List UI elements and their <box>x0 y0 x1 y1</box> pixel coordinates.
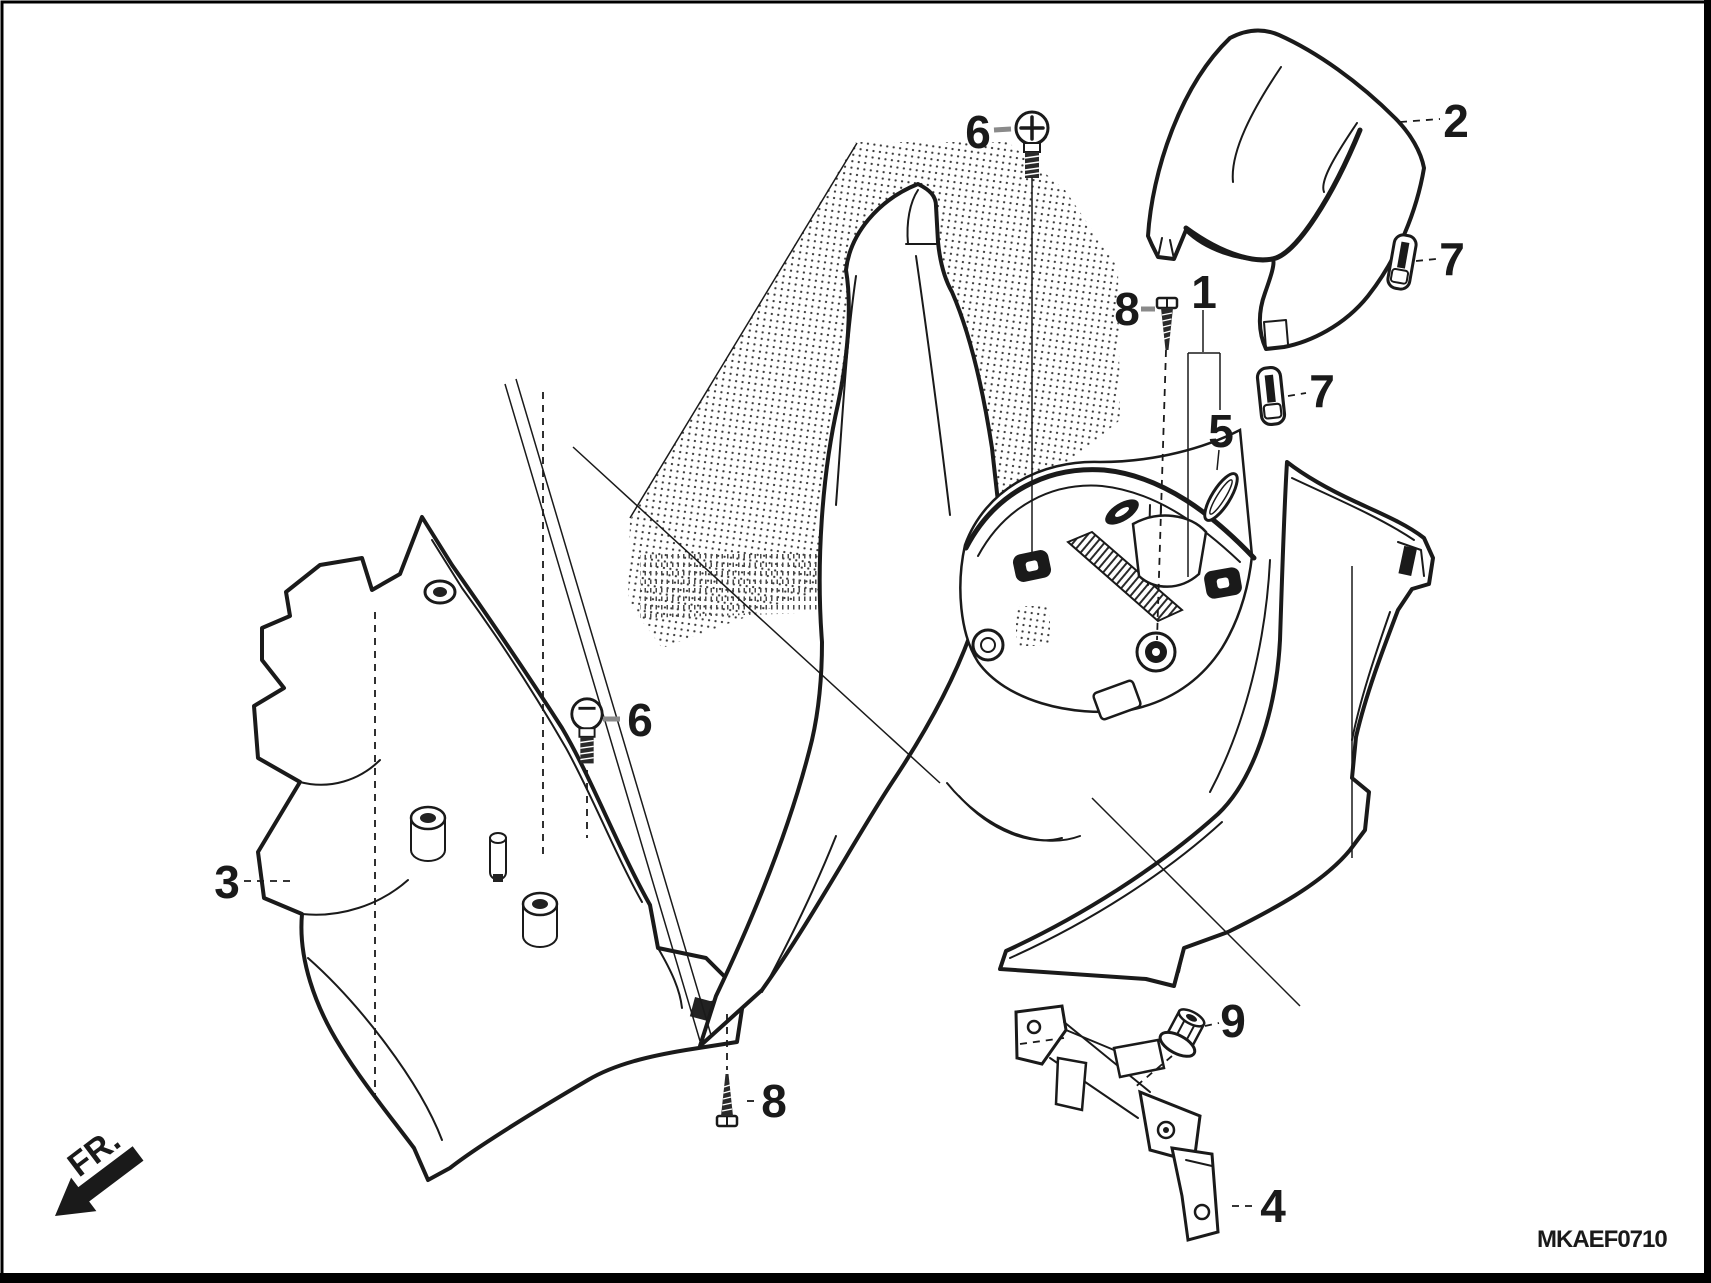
callout-label-5: 5 <box>1208 405 1234 457</box>
grommet <box>1204 567 1242 599</box>
front-direction-arrow-icon: FR. <box>55 1121 144 1216</box>
callout-label-6-top: 6 <box>965 106 991 158</box>
part-4-lower-bracket-drawing <box>1014 1004 1220 1242</box>
tapping-screw-icon <box>1155 296 1179 350</box>
seal-pad-icon <box>1203 472 1239 522</box>
part-1-center-front-cover-drawing <box>698 182 1000 1048</box>
grommet <box>1012 550 1052 582</box>
callout-label-8-bottom: 8 <box>761 1075 787 1127</box>
part-2-windscreen-garnish-drawing <box>1146 28 1426 351</box>
leader-lines <box>244 118 1441 1207</box>
callout-label-7-upper: 7 <box>1439 233 1465 285</box>
grommet-slot <box>1105 499 1139 525</box>
callout-label-8-center: 8 <box>1114 283 1140 335</box>
callout-label-4: 4 <box>1260 1180 1286 1232</box>
flange-nut-icon <box>1158 1008 1206 1058</box>
pan-head-screw-icon <box>1014 110 1050 178</box>
rubber-bumper <box>489 832 507 882</box>
projection-lines <box>374 378 1353 1098</box>
grommet <box>1135 631 1177 673</box>
tapping-screw-icon <box>715 1074 739 1128</box>
part-3-left-front-cover-drawing <box>252 515 746 1182</box>
mount-boss <box>409 805 447 862</box>
callout-label-9: 9 <box>1220 995 1246 1047</box>
trim-clip-icon <box>1386 233 1418 291</box>
callout-label-3: 3 <box>214 856 240 908</box>
callout-label-1: 1 <box>1191 266 1217 318</box>
trim-clip-icon <box>1255 365 1287 427</box>
right-front-cover-drawing <box>998 460 1435 988</box>
mount-boss <box>521 891 559 948</box>
callout-label-7-lower: 7 <box>1309 365 1335 417</box>
inner-mount-assembly-drawing <box>946 428 1257 842</box>
callout-label-6-left: 6 <box>627 694 653 746</box>
diagram-code: MKAEF0710 <box>1537 1226 1667 1253</box>
callout-label-2: 2 <box>1443 95 1469 147</box>
pan-head-screw-icon <box>570 697 604 764</box>
